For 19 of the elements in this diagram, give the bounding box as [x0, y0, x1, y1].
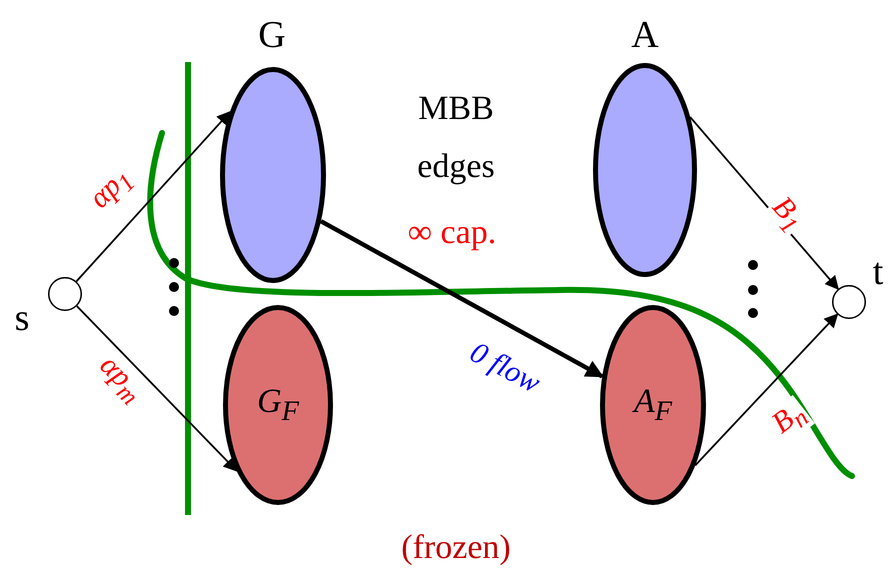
- ellipse-node: [223, 305, 333, 505]
- node-name: A: [631, 13, 659, 57]
- node-name: s: [14, 296, 30, 340]
- ellipse-node: [600, 305, 706, 505]
- annotation-text: (frozen): [401, 528, 511, 568]
- annotation-text: ∞ cap.: [408, 213, 496, 254]
- arrow: [76, 110, 231, 282]
- ellipse-node: [220, 67, 326, 283]
- node-name: G: [258, 13, 286, 57]
- node-name: t: [872, 250, 884, 294]
- arrow: [76, 306, 238, 472]
- node-label: A$_{F}$: [634, 382, 672, 428]
- arrow: [320, 219, 604, 378]
- node-label: G$_{F}$: [257, 382, 299, 428]
- circle-node: [832, 285, 866, 319]
- arrow: [694, 313, 838, 466]
- circle-node: [48, 277, 82, 311]
- annotation-text: MBB edges: [416, 89, 496, 187]
- ellipse-node: [593, 63, 697, 277]
